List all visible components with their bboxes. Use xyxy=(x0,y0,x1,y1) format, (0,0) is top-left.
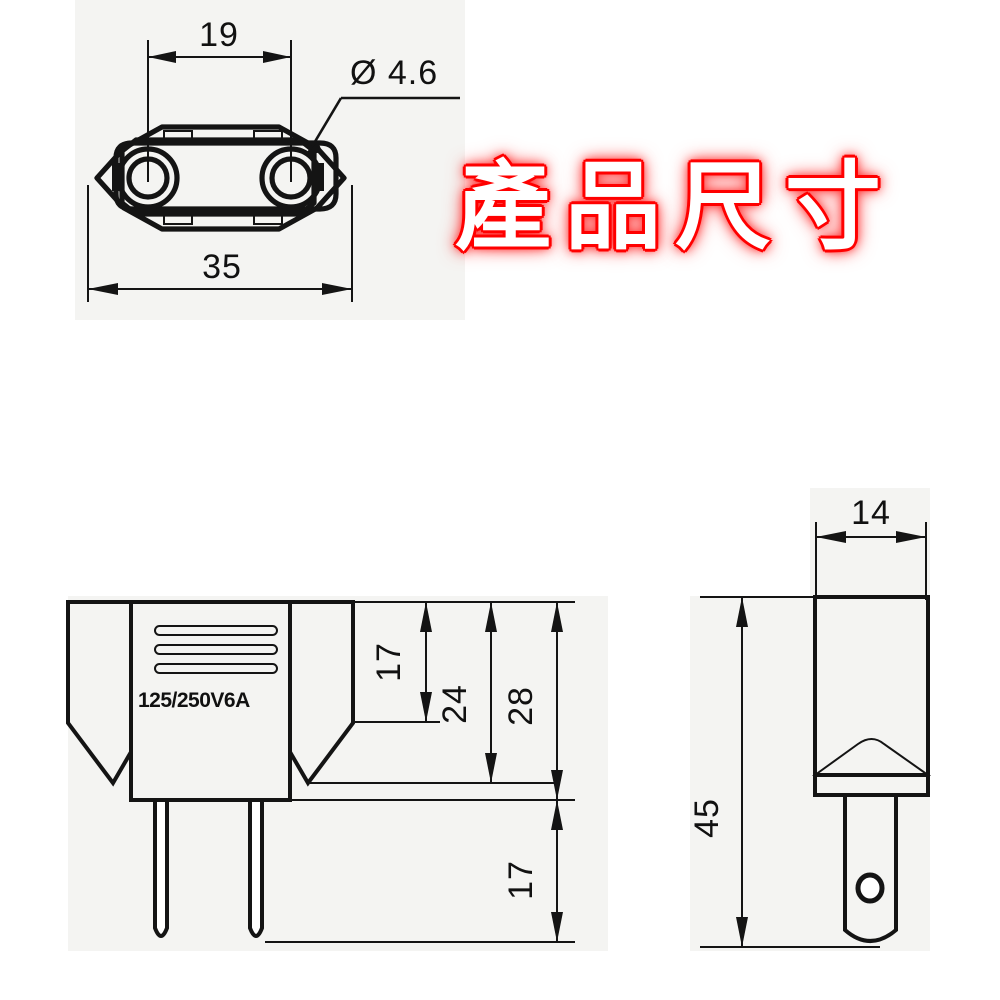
arrow-17b-bottom xyxy=(551,912,563,942)
dim-label-14: 14 xyxy=(851,494,891,532)
dim-label-17b: 17 xyxy=(502,860,540,900)
front-pin-left xyxy=(153,798,169,938)
front-flange-left xyxy=(66,600,133,787)
front-vent-slot-1 xyxy=(154,625,278,636)
arrow-17a-top xyxy=(420,602,432,632)
arrow-17a-bottom xyxy=(420,692,432,722)
top-face-view-group: 19 Ø 4.6 35 xyxy=(87,16,460,302)
dim-label-diameter: Ø 4.6 xyxy=(350,54,438,92)
arrow-28-bottom xyxy=(551,770,563,800)
panel-bottom-mid xyxy=(560,596,608,951)
side-profile-view-group: 14 45 xyxy=(688,494,932,948)
face-notch-bottom-left xyxy=(163,214,193,225)
front-profile-view-group: 125/250V6A 17 24 28 xyxy=(66,600,575,943)
dim-label-28: 28 xyxy=(502,686,540,726)
face-notch-bottom-right xyxy=(253,214,283,225)
leader-arrowhead-diameter xyxy=(307,141,322,155)
arrow-35-left xyxy=(88,283,118,295)
arrow-45-bottom xyxy=(736,917,748,947)
arrow-24-top xyxy=(485,602,497,632)
face-notch-top-left xyxy=(163,130,193,141)
arrow-24-bottom xyxy=(485,753,497,783)
face-notch-top-right xyxy=(253,130,283,141)
front-flange-right xyxy=(288,600,355,787)
dim-label-45: 45 xyxy=(688,798,726,838)
dim-label-17a: 17 xyxy=(370,642,408,682)
panel-side-top xyxy=(810,488,930,600)
arrow-14-left xyxy=(816,531,846,543)
arrow-19-left xyxy=(148,51,176,63)
side-blade-hole xyxy=(855,872,885,904)
arrow-17b-top xyxy=(551,800,563,830)
front-rating-label: 125/250V6A xyxy=(138,689,250,712)
arrow-45-top xyxy=(736,597,748,627)
arrow-19-right xyxy=(263,51,291,63)
dim-label-24: 24 xyxy=(436,684,474,724)
side-body xyxy=(813,595,930,797)
front-vent-slot-3 xyxy=(154,663,278,674)
dim-label-19: 19 xyxy=(199,16,239,54)
leader-line-diameter-slant xyxy=(305,97,343,156)
face-inner-body xyxy=(113,140,339,212)
arrow-28-top xyxy=(551,602,563,632)
side-blade xyxy=(843,793,898,943)
arrow-35-right xyxy=(322,283,352,295)
panel-top-right xyxy=(340,0,455,98)
dim-label-35: 35 xyxy=(202,248,242,286)
front-vent-slot-2 xyxy=(154,644,278,655)
page-title: 產品尺寸 xyxy=(455,151,895,263)
face-side-bar-left xyxy=(112,163,120,191)
panel-45-label xyxy=(694,760,740,880)
front-pin-right xyxy=(248,798,264,938)
arrow-14-right xyxy=(896,531,926,543)
side-chamfer-rib xyxy=(811,738,932,776)
